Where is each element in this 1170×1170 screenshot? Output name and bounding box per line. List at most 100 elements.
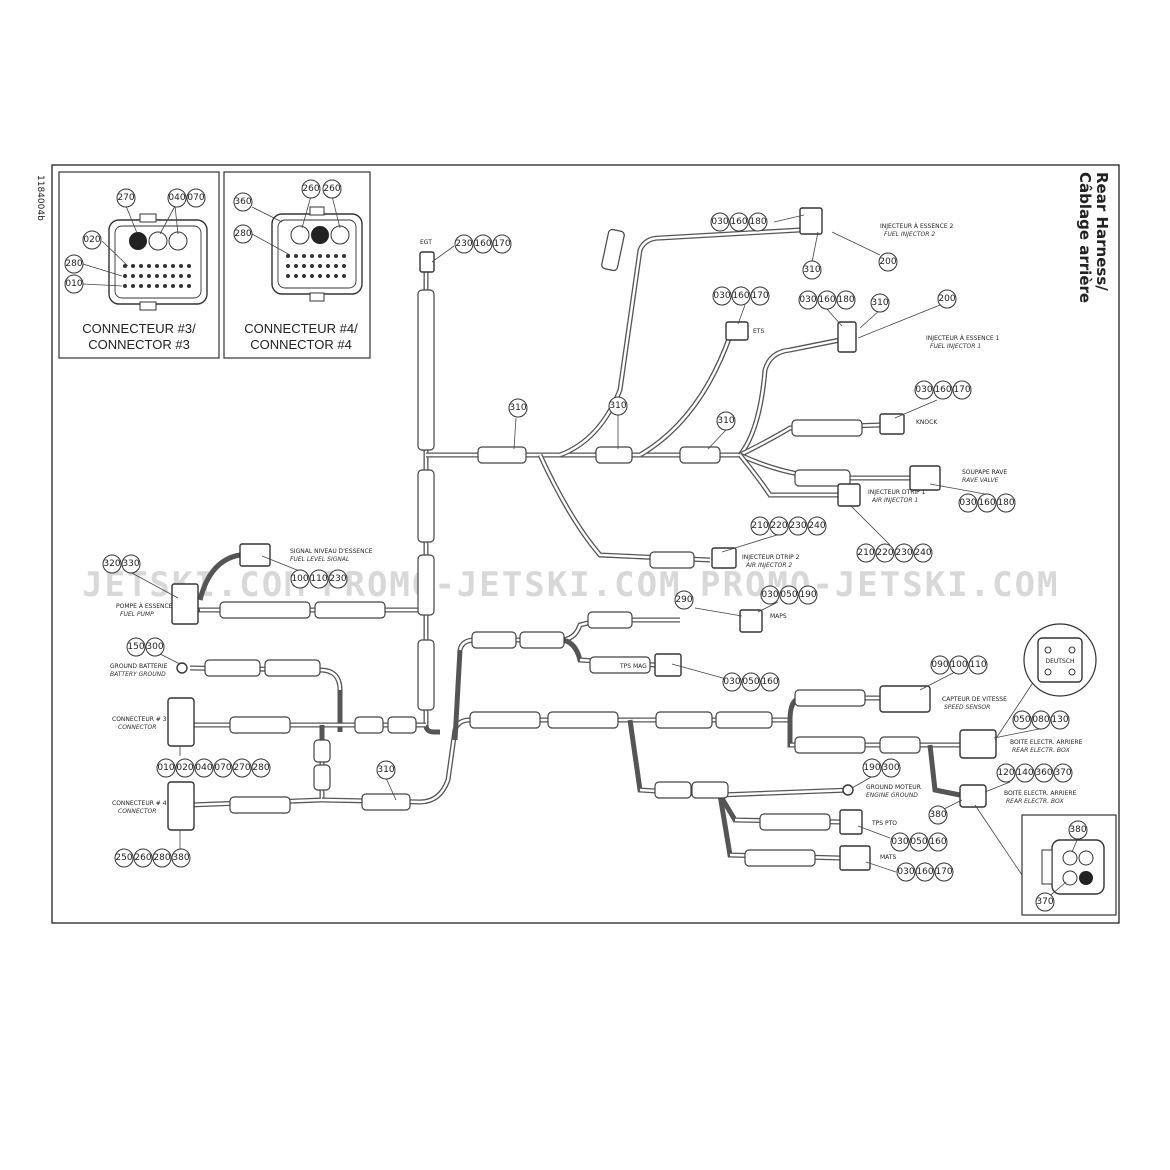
map-callout: 290 <box>675 595 692 605</box>
inj2_c-callout: 200 <box>879 257 896 267</box>
label-relay-en: REAR ELECTR. BOX <box>1012 747 1071 754</box>
egt-callout: 170 <box>493 239 510 249</box>
map-bubble <box>674 590 694 610</box>
label-egt: EGT <box>420 239 432 246</box>
speed-bubble <box>930 655 950 675</box>
fuelsignal-callout: 230 <box>329 574 346 584</box>
fuelsignal-callout: 100 <box>291 574 308 584</box>
knock-callout: 160 <box>934 385 951 395</box>
map_b-callout: 050 <box>780 590 797 600</box>
dinj2-bubble <box>913 543 933 563</box>
conn4-bubble <box>133 848 153 868</box>
rave-callout: 180 <box>997 498 1014 508</box>
connector4-subtitle: CONNECTOR #4 <box>250 337 352 352</box>
label-tpsmag: TPS MAG <box>619 663 647 670</box>
watermark-2: PROMO-JETSKI.COM <box>322 565 682 605</box>
conn4-bubble <box>171 848 191 868</box>
ets-callout: 030 <box>713 291 730 301</box>
engground-bubble <box>862 758 882 778</box>
conn3-bubble <box>251 758 271 778</box>
label-rave-en: RAVE VALVE <box>962 477 999 484</box>
conn3-bubble <box>175 758 195 778</box>
label-engground-fr: GROUND MOTEUR <box>866 784 921 791</box>
harness-sleeves <box>204 228 921 867</box>
rave-callout: 030 <box>959 498 976 508</box>
label-inj1-en: FUEL INJECTOR 1 <box>930 343 981 350</box>
label-conn4-en: CONNECTOR <box>118 808 156 815</box>
egt-callout: 230 <box>455 239 472 249</box>
title-fr: Câblage arrière <box>1076 172 1094 303</box>
fuelsignal-bubble <box>328 569 348 589</box>
ets-callout: 160 <box>732 291 749 301</box>
tpsmag-bubble <box>741 672 761 692</box>
tpsmag-bubble <box>760 672 780 692</box>
egt-callout: 160 <box>474 239 491 249</box>
conn4-callout: 380 <box>172 853 189 863</box>
map_b-callout: 030 <box>761 590 778 600</box>
knock-bubble <box>952 380 972 400</box>
inj1-bubble <box>817 290 837 310</box>
mats-callout: 170 <box>935 867 952 877</box>
tpsmag-callout: 160 <box>761 677 778 687</box>
dinj2-bubble <box>875 543 895 563</box>
conn3-callout: 070 <box>214 763 231 773</box>
dinj2-callout: 210 <box>857 548 874 558</box>
trunk-callout: 310 <box>717 416 734 426</box>
map_b-callout: 190 <box>799 590 816 600</box>
mats-callout: 030 <box>897 867 914 877</box>
relay-bubble <box>1031 710 1051 730</box>
svg-text:070: 070 <box>187 193 204 203</box>
label-mats: MATS <box>880 854 896 861</box>
engground-bubble <box>881 758 901 778</box>
groundbat-bubble <box>145 637 165 657</box>
inj2-callout: 180 <box>749 217 766 227</box>
fuelsignal-bubble <box>309 569 329 589</box>
tpsmag-callout: 050 <box>742 677 759 687</box>
title-en: Rear Harness/ <box>1093 172 1111 291</box>
egt-bubble <box>454 234 474 254</box>
fuelsignal-callout: 110 <box>310 574 327 584</box>
connector3-title: CONNECTEUR #3/ <box>82 321 196 336</box>
speed-bubble <box>968 655 988 675</box>
speed-bubble <box>949 655 969 675</box>
dinj2-bubble <box>894 543 914 563</box>
inj2-bubble <box>729 212 749 232</box>
svg-text:010: 010 <box>65 279 82 289</box>
label-fuelsignal-en: FUEL LEVEL SIGNAL <box>290 556 349 563</box>
dinj1-bubble <box>807 516 827 536</box>
conn4-callout: 260 <box>134 853 151 863</box>
egt-bubble <box>473 234 493 254</box>
label-groundbat-fr: GROUND BATTERIE <box>110 663 168 670</box>
conn3-callout: 040 <box>195 763 212 773</box>
map_b-bubble <box>798 585 818 605</box>
ets-bubble <box>731 286 751 306</box>
knock-bubble <box>914 380 934 400</box>
inj2_b-callout: 310 <box>803 265 820 275</box>
label-fuelsignal-fr: SIGNAL NIVEAU D'ESSENCE <box>290 548 373 555</box>
label-dinj1-en: AIR INJECTOR 1 <box>871 497 918 504</box>
map_b-bubble <box>760 585 780 605</box>
inj1_b-callout: 310 <box>871 298 888 308</box>
rearbox-callout: 140 <box>1016 768 1033 778</box>
conn3-bubble <box>156 758 176 778</box>
svg-text:270: 270 <box>117 193 134 203</box>
svg-text:360: 360 <box>234 197 251 207</box>
fuelpump-bubble <box>102 554 122 574</box>
conn3-callout: 270 <box>233 763 250 773</box>
inj1-bubble <box>798 290 818 310</box>
svg-text:DEUTSCH: DEUTSCH <box>1046 658 1075 665</box>
label-rearbox-en: REAR ELECTR. BOX <box>1006 798 1065 805</box>
label-fuelpump-fr: POMPE À ESSENCE <box>116 603 173 610</box>
tpsmag-bubble <box>722 672 742 692</box>
dinj1-bubble <box>788 516 808 536</box>
label-conn3-en: CONNECTOR <box>118 724 156 731</box>
inj2-bubble <box>748 212 768 232</box>
speed-callout: 100 <box>950 660 967 670</box>
label-inj2-fr: INJECTEUR À ESSENCE 2 <box>880 223 954 230</box>
label-map: MAPS <box>770 613 787 620</box>
rearbox_b-callout: 380 <box>929 810 946 820</box>
dinj1-callout: 230 <box>789 521 806 531</box>
knock-callout: 030 <box>915 385 932 395</box>
tpsmag-callout: 030 <box>723 677 740 687</box>
tpspto-bubble <box>890 832 910 852</box>
